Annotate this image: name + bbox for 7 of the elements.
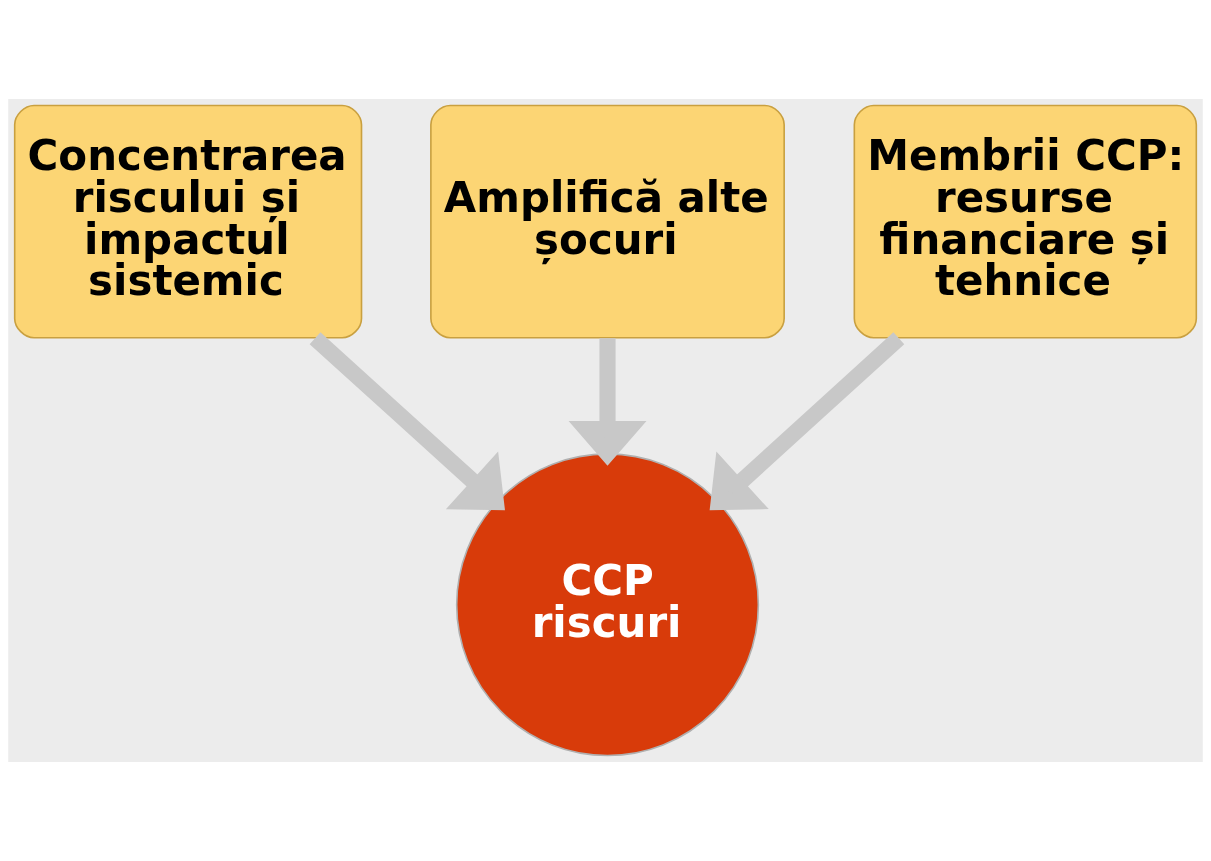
node-box: Amplifică alte șocuri <box>430 104 785 339</box>
arrow <box>568 338 647 466</box>
arrow <box>709 332 905 511</box>
node-circle: CCP riscuri <box>455 453 760 757</box>
arrow <box>309 332 505 511</box>
node-box: Concentrarea riscului și impactul sistemic <box>13 104 363 339</box>
node-box: Membrii CCP: resurse financiare și tehnice <box>853 104 1198 339</box>
